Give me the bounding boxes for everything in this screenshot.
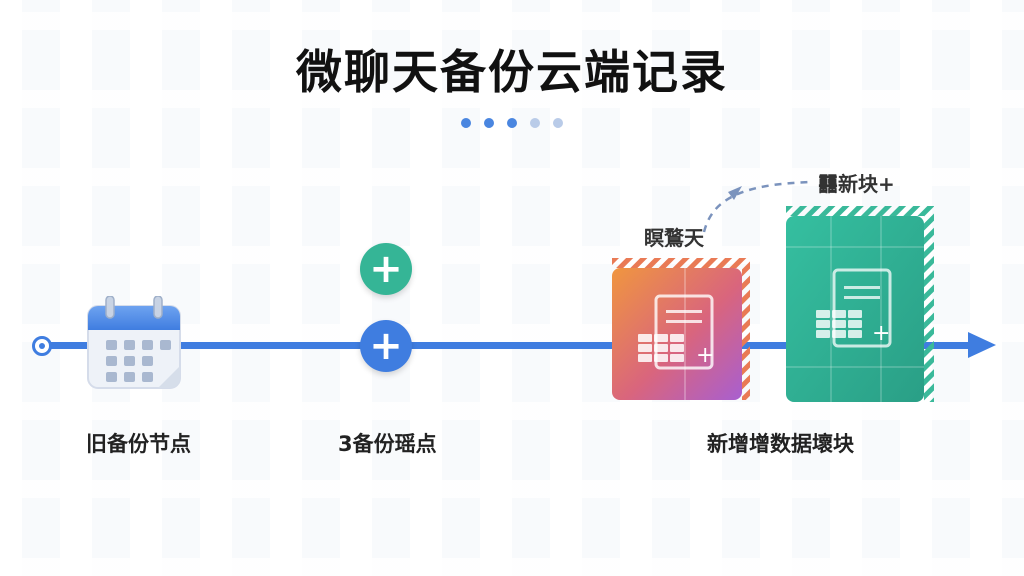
new-block-annotation-label: 䨻新块+	[818, 172, 895, 196]
timeline-line	[42, 342, 972, 349]
timeline-start-node	[32, 336, 52, 356]
pagination-dot-5[interactable]	[553, 118, 564, 128]
node-label-new-data-block: 新增增数据壞块	[707, 432, 854, 456]
pagination-dot-3[interactable]	[507, 118, 517, 128]
pagination-dot-4[interactable]	[530, 118, 541, 128]
plus-icon[interactable]: +	[360, 320, 412, 372]
node-label-old-backup: 旧备份节点	[86, 432, 191, 456]
data-block-icon: +	[612, 258, 750, 400]
dashed-arrow-icon	[702, 180, 813, 233]
node-label-backup-point: 3备份瑶点	[338, 432, 437, 456]
svg-text:+: +	[696, 343, 714, 368]
pagination-dots	[0, 113, 1024, 132]
pagination-dot-1[interactable]	[460, 118, 471, 128]
plus-icon[interactable]: +	[360, 243, 412, 295]
new-data-block-icon: +	[786, 206, 934, 402]
calendar-icon	[87, 296, 181, 389]
svg-text:+: +	[872, 321, 890, 346]
block-annotation-label: 瞑鶩天	[644, 226, 704, 250]
page-title: 微聊天备份云端记录	[296, 45, 728, 99]
pagination-dot-2[interactable]	[483, 118, 494, 128]
timeline-arrow-icon	[968, 332, 996, 358]
